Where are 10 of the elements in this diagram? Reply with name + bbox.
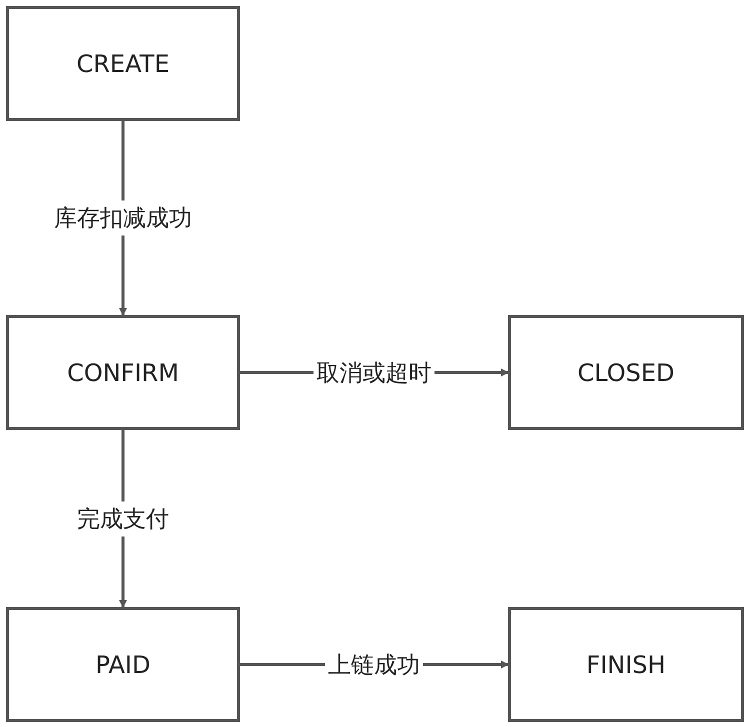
state-name: PAID [96,650,150,678]
state-name: FINISH [586,650,666,678]
state-name: CREATE [76,50,170,78]
state-name: CONFIRM [67,358,179,386]
state-box [6,6,240,121]
state-box [6,315,240,430]
state-box [6,607,240,722]
state-box [508,607,744,722]
state-box [508,315,744,430]
state-name: CLOSED [577,358,675,386]
